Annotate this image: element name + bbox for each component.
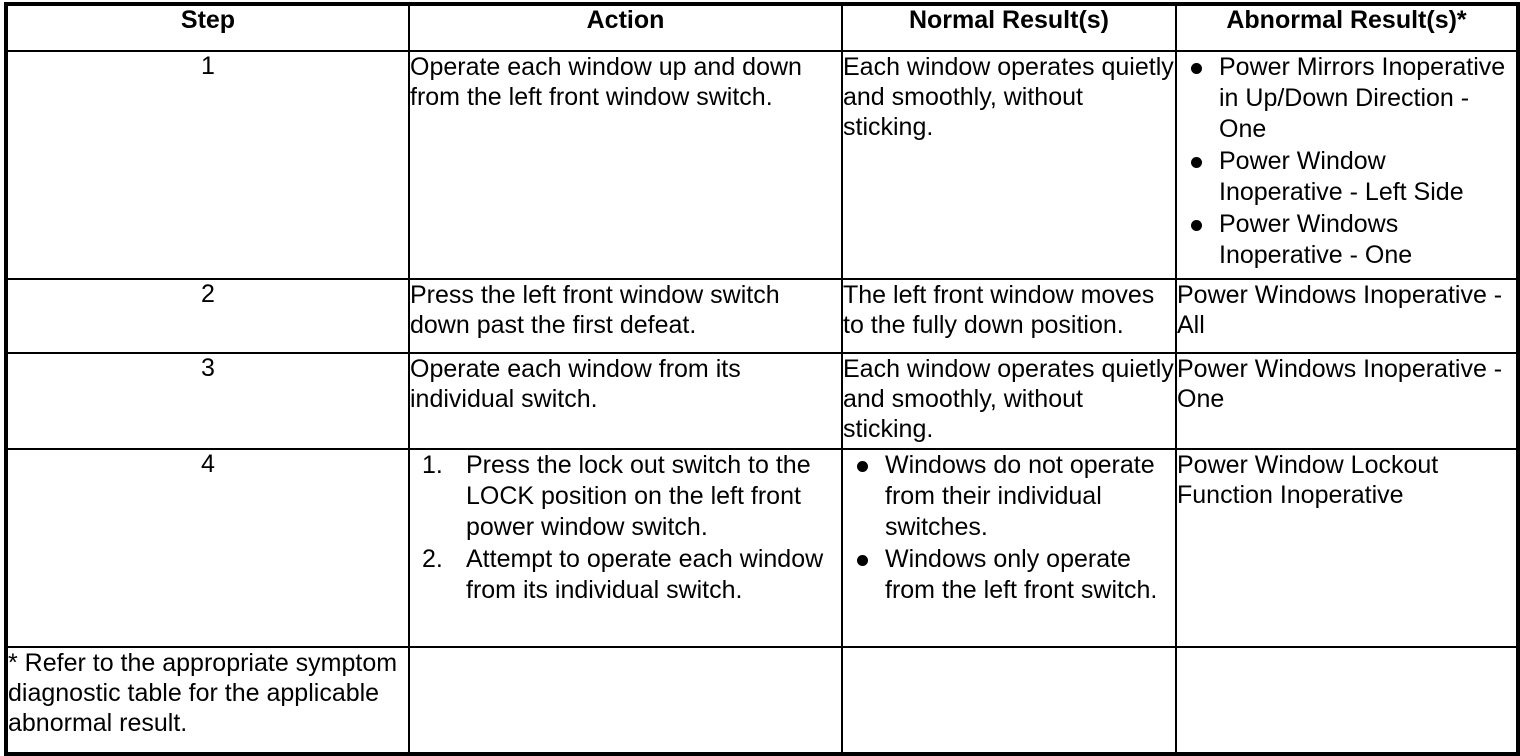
list-item-marker: 1.	[422, 451, 443, 479]
action-numbered-list: 1. Press the lock out switch to the LOCK…	[410, 450, 837, 606]
action-text: Operate each window from its individual …	[410, 355, 741, 413]
list-item-text: Power Window Inoperative - Left Side	[1219, 147, 1464, 206]
step-number-cell: 3	[5, 352, 410, 450]
list-item: Power Windows Inoperative - One	[1177, 209, 1512, 271]
list-item-text: Press the lock out switch to the LOCK po…	[466, 451, 811, 541]
normal-result-cell: Each window operates quietly and smoothl…	[841, 50, 1177, 280]
abnormal-result-text: Power Window Lockout Function Inoperativ…	[1177, 451, 1439, 509]
list-item-text: Windows only operate from the left front…	[885, 545, 1158, 604]
bullet-icon	[1191, 220, 1202, 231]
table-row: 1 Operate each window up and down from t…	[5, 50, 1519, 280]
abnormal-result-bullet-list: Power Mirrors Inoperative in Up/Down Dir…	[1177, 52, 1512, 271]
column-header-action: Action	[408, 3, 843, 52]
abnormal-result-text: Power Windows Inoperative - One	[1177, 355, 1503, 413]
action-cell: 1. Press the lock out switch to the LOCK…	[408, 448, 843, 648]
bullet-icon	[1191, 157, 1202, 168]
list-item-text: Power Mirrors Inoperative in Up/Down Dir…	[1219, 53, 1506, 143]
action-cell: Operate each window from its individual …	[408, 352, 843, 450]
column-header-normal-result: Normal Result(s)	[841, 3, 1177, 52]
step-number-cell: 4	[5, 448, 410, 648]
step-number-cell: 1	[5, 50, 410, 280]
table-header: Step Action Normal Result(s) Abnormal Re…	[5, 3, 1519, 52]
table-row: 3 Operate each window from its individua…	[5, 352, 1519, 450]
diagnostic-procedure-table: Step Action Normal Result(s) Abnormal Re…	[4, 2, 1520, 756]
action-text: Operate each window up and down from the…	[410, 53, 802, 111]
action-cell: Operate each window up and down from the…	[408, 50, 843, 280]
list-item-text: Windows do not operate from their indivi…	[885, 451, 1155, 541]
list-item: Windows only operate from the left front…	[843, 544, 1171, 606]
step-number-cell: 2	[5, 278, 410, 354]
normal-result-text: Each window operates quietly and smoothl…	[843, 53, 1174, 141]
normal-result-bullet-list: Windows do not operate from their indivi…	[843, 450, 1171, 606]
bullet-icon	[1191, 63, 1202, 74]
footnote-empty-cell-abnormal	[1175, 646, 1519, 755]
column-header-step: Step	[5, 3, 410, 52]
list-item-marker: 2.	[422, 545, 443, 573]
table-row: 2 Press the left front window switch dow…	[5, 278, 1519, 354]
normal-result-cell: Each window operates quietly and smoothl…	[841, 352, 1177, 450]
footnote-row: * Refer to the appropriate symptom diagn…	[5, 646, 1519, 755]
column-header-abnormal-result: Abnormal Result(s)*	[1175, 3, 1519, 52]
list-item: Power Window Inoperative - Left Side	[1177, 146, 1512, 208]
abnormal-result-cell: Power Mirrors Inoperative in Up/Down Dir…	[1175, 50, 1519, 280]
abnormal-result-text: Power Windows Inoperative - All	[1177, 281, 1503, 339]
list-item: Power Mirrors Inoperative in Up/Down Dir…	[1177, 52, 1512, 145]
footnote-empty-cell-action	[408, 646, 843, 755]
list-item: 2. Attempt to operate each window from i…	[410, 544, 837, 606]
normal-result-cell: Windows do not operate from their indivi…	[841, 448, 1177, 648]
list-item-text: Attempt to operate each window from its …	[466, 545, 824, 604]
bullet-icon	[857, 555, 868, 566]
table-row: 4 1. Press the lock out switch to the LO…	[5, 448, 1519, 648]
normal-result-text: Each window operates quietly and smoothl…	[843, 355, 1174, 443]
footnote-empty-cell-normal	[841, 646, 1177, 755]
list-item-text: Power Windows Inoperative - One	[1219, 210, 1413, 269]
action-cell: Press the left front window switch down …	[408, 278, 843, 354]
abnormal-result-cell: Power Windows Inoperative - One	[1175, 352, 1519, 450]
normal-result-cell: The left front window moves to the fully…	[841, 278, 1177, 354]
normal-result-text: The left front window moves to the fully…	[843, 281, 1155, 339]
abnormal-result-cell: Power Windows Inoperative - All	[1175, 278, 1519, 354]
table-body: 1 Operate each window up and down from t…	[5, 50, 1519, 755]
footnote-cell: * Refer to the appropriate symptom diagn…	[5, 646, 410, 755]
list-item: 1. Press the lock out switch to the LOCK…	[410, 450, 837, 543]
action-text: Press the left front window switch down …	[410, 281, 780, 339]
header-row: Step Action Normal Result(s) Abnormal Re…	[5, 3, 1519, 52]
list-item: Windows do not operate from their indivi…	[843, 450, 1171, 543]
bullet-icon	[857, 461, 868, 472]
abnormal-result-cell: Power Window Lockout Function Inoperativ…	[1175, 448, 1519, 648]
